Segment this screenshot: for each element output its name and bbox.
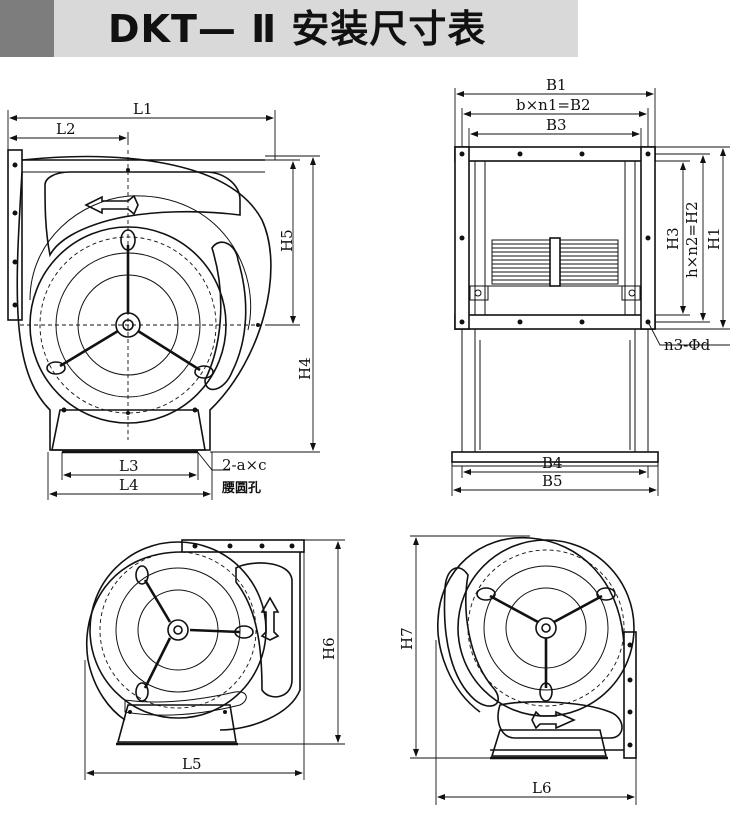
dim-label-B4: B4 xyxy=(542,454,563,472)
bottom-flange xyxy=(454,314,656,330)
airflow-arrow-icon-br xyxy=(531,710,576,730)
dim-label-n3: n3-Φd xyxy=(664,336,711,354)
side-slot-br xyxy=(443,567,499,707)
inlet-window-bl xyxy=(235,562,293,698)
dim-label-H3: H3 xyxy=(664,227,682,250)
side-view-rotated-left: H6 L5 xyxy=(84,539,345,780)
dim-label-L4: L4 xyxy=(119,476,139,494)
top-flange xyxy=(454,146,656,162)
side-flange-br xyxy=(623,631,637,759)
airflow-arrow-icon-bl xyxy=(260,596,280,641)
dim-label-hole: 2-a×c xyxy=(222,456,267,474)
dim-label-L1: L1 xyxy=(133,100,153,118)
dim-label-B3: B3 xyxy=(546,116,567,134)
dim-label-L6: L6 xyxy=(532,779,552,797)
scroll-housing xyxy=(16,155,272,451)
dim-label-H1: H1 xyxy=(705,227,723,250)
dim-label-L2: L2 xyxy=(56,120,76,138)
title-band: DKT— Ⅱ 安装尺寸表 xyxy=(0,0,578,57)
page-title: DKT— Ⅱ 安装尺寸表 xyxy=(108,7,487,51)
mounting-base-bl xyxy=(116,704,237,743)
spoke-clamp xyxy=(46,361,66,375)
side-slot xyxy=(204,241,247,391)
front-view: B1 b×n1=B2 B3 H3 h×n2=H2 H1 n3-Φd B4 B5 xyxy=(451,76,730,496)
outlet-flange-left xyxy=(7,149,23,321)
spoke-clamp xyxy=(194,365,214,379)
inlet-window-br xyxy=(497,701,623,739)
mounting-base-br xyxy=(490,729,608,757)
side-view-rotated-right: H7 L6 xyxy=(398,535,637,805)
dim-label-B1: B1 xyxy=(546,76,567,94)
title-accent-block xyxy=(0,0,54,57)
dim-label-B5: B5 xyxy=(542,472,563,490)
dim-label-H2: h×n2=H2 xyxy=(683,201,701,278)
dim-label-hole-cn: 腰圆孔 xyxy=(221,481,261,496)
dim-label-H7: H7 xyxy=(398,627,416,650)
top-flange-bl xyxy=(181,539,305,553)
dim-label-B2: b×n1=B2 xyxy=(516,96,591,114)
airflow-arrow-icon xyxy=(84,194,139,216)
dim-label-L5: L5 xyxy=(182,755,202,773)
front-base-plate xyxy=(451,451,659,463)
side-view-main: L1 L2 H5 H4 L3 L4 2-a×c 腰圆孔 xyxy=(7,100,320,500)
inlet-window xyxy=(44,171,241,258)
impeller-blades xyxy=(491,237,619,287)
dim-label-H4: H4 xyxy=(296,357,314,380)
mounting-base xyxy=(51,409,206,451)
dim-label-L3: L3 xyxy=(119,457,139,475)
dim-label-H5: H5 xyxy=(278,229,296,252)
dim-label-H6: H6 xyxy=(320,637,338,660)
